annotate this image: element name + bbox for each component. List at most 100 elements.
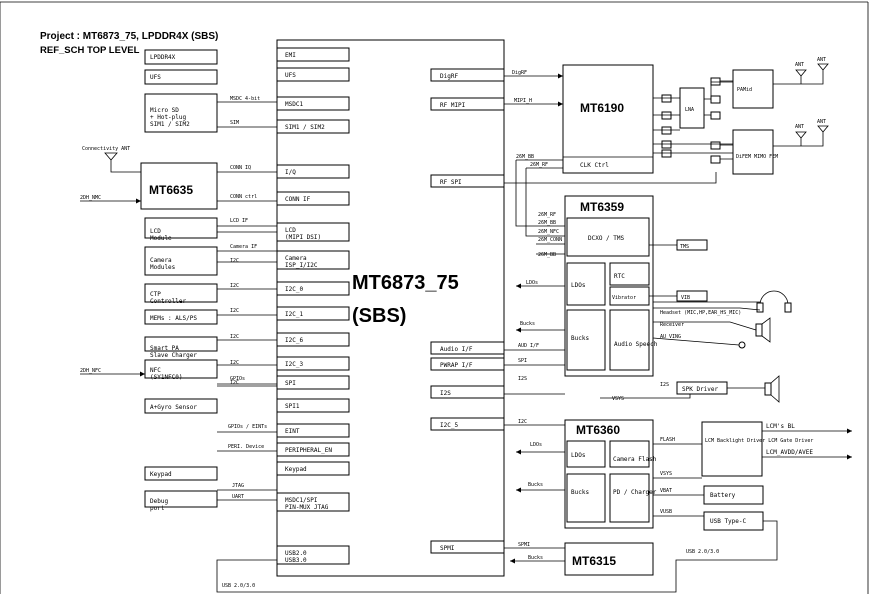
- rf-passives: [653, 77, 733, 164]
- mt6315-block: [564, 542, 654, 576]
- left-device-label: NFC(SY1NFC0): [150, 367, 183, 381]
- soc-pin: [430, 385, 505, 399]
- vsys-label: VSYS: [660, 471, 672, 477]
- headset-label: Headset (MIC,HP,EAR_HS_MIC): [660, 310, 741, 316]
- soc-pin-label: EMI: [285, 52, 296, 59]
- soc-pin: [430, 341, 505, 355]
- camera-flash-block: [609, 440, 650, 468]
- svg-text:26M_BB: 26M_BB: [538, 252, 556, 258]
- soc-pin-label: SPMI: [440, 545, 455, 552]
- svg-text:AUD I/F: AUD I/F: [518, 343, 539, 349]
- left-device-block: [144, 336, 218, 352]
- soc-pin: [276, 191, 350, 206]
- signal-label: SIM: [230, 120, 239, 126]
- speaker-icon: [764, 375, 780, 403]
- soc-pin-label: LCD(MIPI DSI): [285, 227, 321, 241]
- soc-pin-label: SPI: [285, 380, 296, 387]
- left-device-block: [144, 490, 218, 508]
- lna-label: LNA: [685, 107, 694, 113]
- soc-pin-label: UFS: [285, 72, 296, 79]
- vusb-label: VUSB: [660, 509, 672, 515]
- rf-component: [710, 111, 721, 120]
- soc-pin: [430, 540, 505, 554]
- soc-pin-label: CONN IF: [285, 196, 311, 203]
- rf-component: [661, 94, 672, 103]
- project-title: Project : MT6873_75, LPDDR4X (SBS): [40, 31, 218, 42]
- soc-pin-label: I2S: [440, 390, 451, 397]
- soc-pin: [276, 164, 350, 179]
- soc-pin-label: I2C_1: [285, 311, 303, 318]
- mt6635-block: [140, 162, 218, 210]
- svg-text:26M_RF: 26M_RF: [538, 212, 556, 218]
- soc-pin: [276, 306, 350, 321]
- soc-pin: [430, 357, 505, 371]
- soc-pin: [276, 356, 350, 371]
- signal-label: I2C: [230, 380, 239, 386]
- rf-component: [661, 111, 672, 120]
- soc-pin-label: I2C_6: [285, 337, 303, 344]
- mt6635-sig: 2DH_NMC: [80, 195, 101, 201]
- receiver-icon: [755, 317, 771, 343]
- rf-component: [710, 141, 721, 150]
- vbat-label: VBAT: [660, 488, 672, 494]
- soc-pin-label: EINT: [285, 428, 300, 435]
- left-device-block: [144, 359, 218, 379]
- left-device-label: A+Gyro Sensor: [150, 404, 197, 411]
- svg-text:DigRF: DigRF: [512, 70, 527, 76]
- soc-pin: [276, 332, 350, 347]
- battery-block: [703, 485, 764, 505]
- signal-label: MSDC 4-bit: [230, 96, 260, 102]
- mt6360-name: MT6360: [576, 423, 620, 437]
- soc-pin: [430, 174, 505, 188]
- rf-antennas: ANT ANT ANT ANT: [773, 57, 829, 147]
- mt6315-spmi-label: SPMI: [518, 542, 530, 548]
- difem-block: [732, 129, 774, 175]
- left-device-label: LPDDR4X: [150, 54, 176, 61]
- soc-pin-label: PERIPHERAL_EN: [285, 447, 332, 454]
- antenna-icon: [773, 125, 829, 147]
- mt6315-bucks-label: Bucks: [528, 555, 543, 561]
- difem-label: DiFEM MIMO FEM: [736, 154, 778, 160]
- mt6360-bucks-block: [566, 473, 606, 523]
- svg-text:LDOs: LDOs: [530, 442, 542, 448]
- soc-pin: [276, 96, 350, 111]
- left-device-block: [144, 398, 218, 414]
- signal-label: GPIOs: [230, 376, 245, 382]
- soc-pin-label: MSDC1: [285, 101, 303, 108]
- connectivity-antenna-icon: [104, 152, 141, 173]
- left-device-label: MEMs : ALS/PS: [150, 315, 197, 322]
- signal-label: I2C: [230, 334, 239, 340]
- svg-text:Bucks: Bucks: [528, 482, 543, 488]
- rf-component: [661, 126, 672, 135]
- soc-pin: [276, 281, 350, 296]
- ldos-block: [566, 262, 606, 306]
- page-subtitle: REF_SCH TOP LEVEL: [40, 45, 140, 56]
- lcm-driver-label: LCM Backlight Driver LCM Gate Driver: [705, 438, 813, 444]
- headset-icon: [756, 290, 792, 313]
- mt6635-name: MT6635: [149, 183, 193, 197]
- charger-block: [609, 473, 650, 523]
- svg-text:26M_NFC: 26M_NFC: [538, 229, 559, 235]
- usb-typec-label: USB Type-C: [710, 518, 747, 525]
- left-device-label: Keypad: [150, 471, 172, 478]
- audio-block: [609, 309, 650, 371]
- battery-label: Battery: [710, 492, 736, 499]
- camera-flash-label: Camera Flash: [613, 456, 657, 463]
- mic-icon: [738, 341, 746, 349]
- lcm-bl-label: LCM's BL: [766, 423, 795, 430]
- mt6359-name: MT6359: [580, 200, 624, 214]
- left-device-label: UFS: [150, 74, 161, 81]
- rf-component: [710, 155, 721, 164]
- mt6315-name: MT6315: [572, 554, 616, 568]
- svg-text:ANT: ANT: [795, 62, 804, 68]
- svg-text:LDOs: LDOs: [526, 280, 538, 286]
- soc-pin-label: DigRF: [440, 73, 458, 80]
- soc-pin: [276, 67, 350, 82]
